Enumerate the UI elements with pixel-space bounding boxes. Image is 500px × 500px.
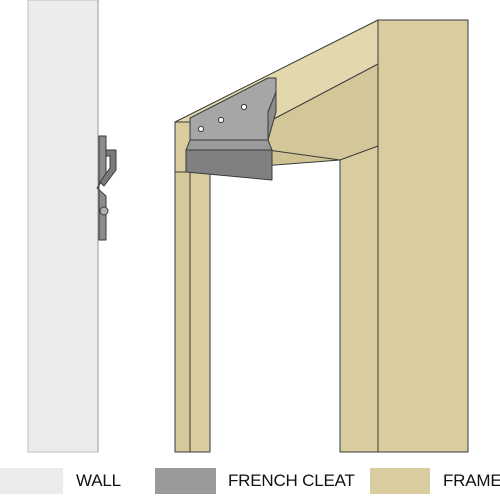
frame	[174, 19, 469, 453]
legend-swatch-wall	[0, 468, 63, 494]
frame-right-side	[377, 19, 469, 453]
wall-screw	[99, 206, 109, 216]
frame-right-inner	[339, 145, 379, 453]
frame-left-inner	[189, 149, 211, 453]
legend-label-wall: WALL	[76, 471, 121, 490]
legend-swatch-frame	[370, 468, 430, 494]
cleat-screw-hole-3	[240, 103, 248, 111]
wall-face	[27, 0, 99, 453]
frame-cleat-bevel	[185, 139, 273, 151]
legend: WALL FRENCH CLEAT FRAME	[0, 466, 500, 496]
frame-cleat	[185, 77, 277, 181]
french-cleat-diagram	[27, 0, 469, 453]
legend-swatch-french-cleat	[155, 468, 216, 494]
legend-label-french-cleat: FRENCH CLEAT	[228, 471, 355, 490]
wall	[27, 0, 99, 453]
wall-cleat-side-view	[96, 135, 117, 241]
wall-cleat-hook	[99, 149, 117, 187]
cleat-screw-hole-1	[197, 125, 205, 133]
legend-label-frame: FRAME	[443, 471, 500, 490]
cleat-screw-hole-2	[217, 116, 225, 124]
